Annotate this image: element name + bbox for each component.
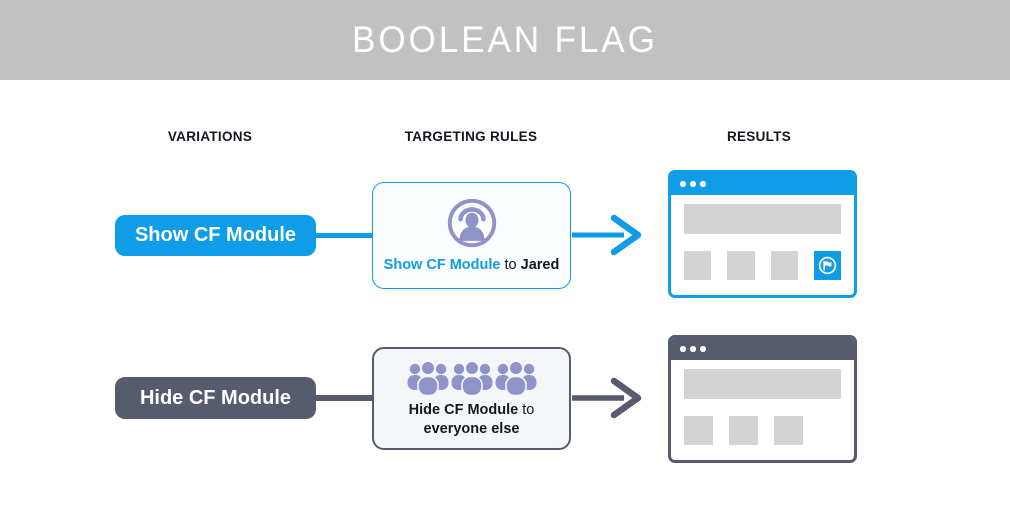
flag-circle-icon: [818, 256, 837, 275]
placeholder-block: [727, 251, 755, 280]
title-band: BOOLEAN FLAG: [0, 0, 1010, 80]
browser-titlebar: [671, 173, 854, 195]
arrow-right-blue-icon: [572, 214, 642, 256]
rule-text-hide: Hide CF Module to everyone else: [409, 401, 535, 439]
connector-line-show: [314, 233, 373, 238]
variation-pill-show-cf-module: Show CF Module: [115, 215, 316, 256]
rule-flag-name: Show CF Module: [383, 256, 501, 273]
rule-connector-word: to: [504, 256, 517, 273]
browser-titlebar: [671, 338, 854, 360]
result-browser-show: [668, 170, 857, 298]
variation-pill-hide-cf-module: Hide CF Module: [115, 377, 316, 419]
variation-pill-label: Show CF Module: [134, 224, 297, 246]
targeting-rule-box-hide: Hide CF Module to everyone else: [372, 347, 571, 450]
page-title: BOOLEAN FLAG: [352, 19, 658, 60]
placeholder-banner: [684, 369, 841, 399]
rule-target: everyone else: [423, 421, 520, 437]
window-control-dot: [690, 346, 696, 352]
rule-flag-name: Hide CF Module: [408, 402, 519, 419]
placeholder-blocks-row: [684, 416, 841, 445]
cf-module-tile: [813, 251, 841, 280]
column-label-variations: VARIATIONS: [167, 129, 253, 144]
result-browser-hide: [668, 335, 857, 463]
arrow-right-dark-icon: [572, 377, 642, 419]
browser-body: [671, 195, 854, 280]
window-control-dot: [700, 346, 706, 352]
placeholder-banner: [684, 204, 841, 234]
placeholder-blocks-row: [684, 251, 841, 280]
column-label-targeting-rules: TARGETING RULES: [404, 129, 538, 144]
placeholder-block: [770, 251, 798, 280]
placeholder-block: [774, 416, 803, 445]
window-control-dot: [680, 346, 686, 352]
window-control-dot: [680, 181, 686, 187]
window-control-dot: [690, 181, 696, 187]
placeholder-block: [729, 416, 758, 445]
window-control-dot: [700, 181, 706, 187]
placeholder-block: [684, 251, 712, 280]
targeting-rule-box-show: Show CF Module to Jared: [372, 182, 571, 289]
column-label-results: RESULTS: [726, 129, 792, 144]
connector-line-hide: [314, 395, 373, 401]
crowd-icon: [407, 360, 536, 397]
single-user-circle-icon: [447, 198, 496, 247]
rule-text-show: Show CF Module to Jared: [384, 256, 560, 275]
variation-pill-label: Hide CF Module: [139, 386, 292, 409]
placeholder-block: [684, 416, 713, 445]
browser-body: [671, 360, 854, 445]
rule-target: Jared: [520, 256, 560, 273]
rule-connector-word: to: [522, 402, 535, 419]
